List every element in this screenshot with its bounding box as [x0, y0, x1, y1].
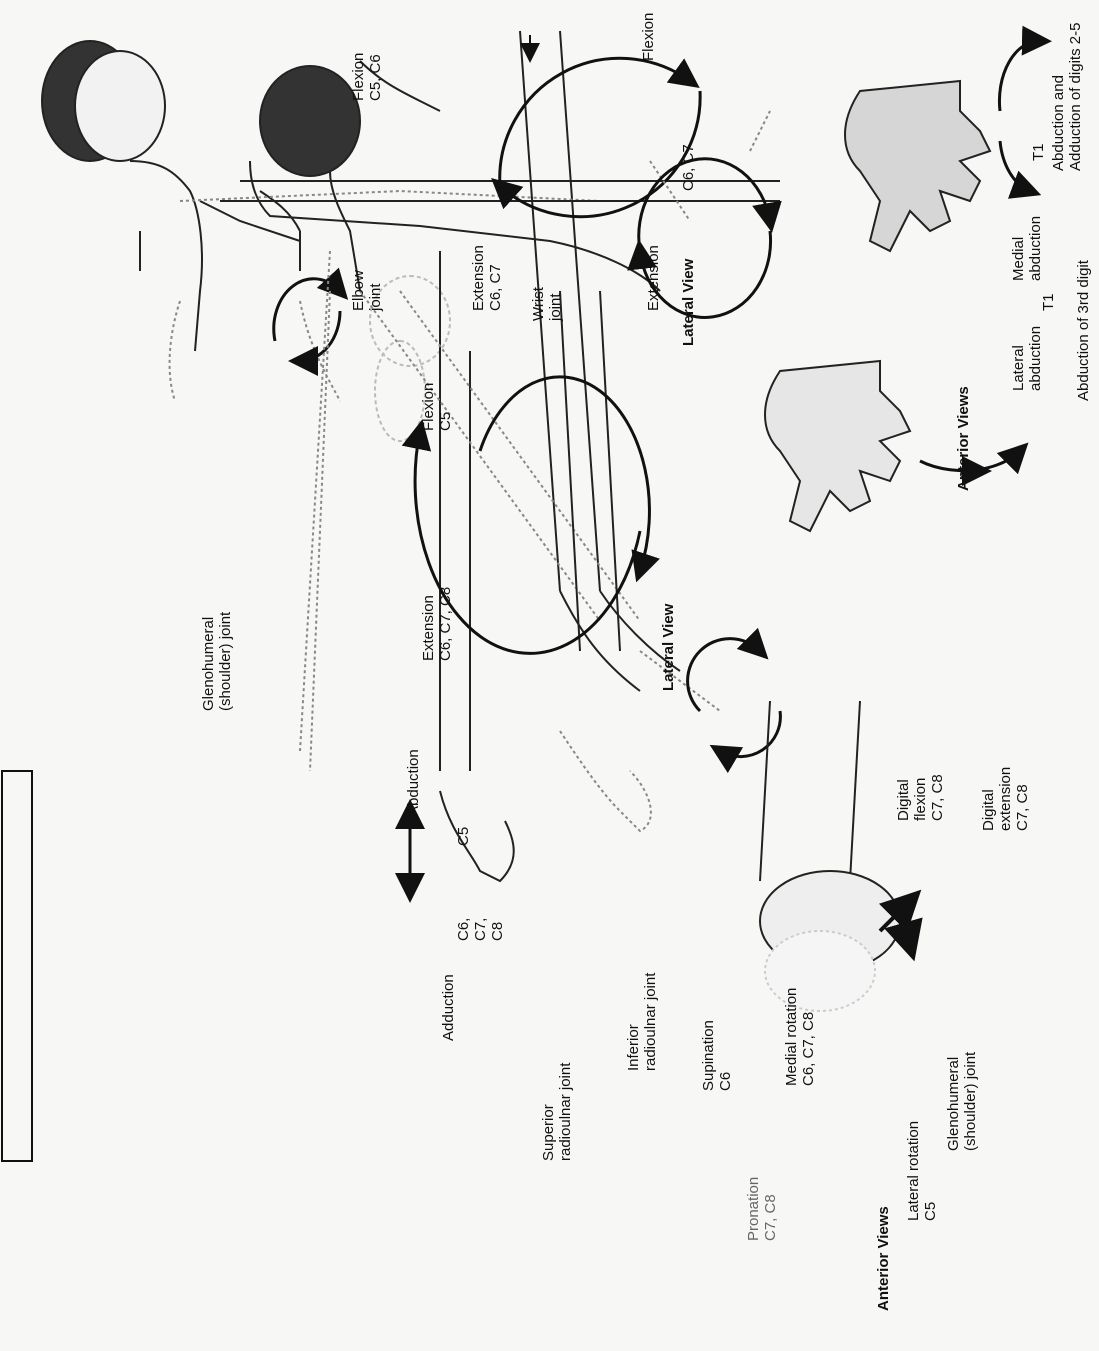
lateral-abduction-label: Lateral abduction: [1010, 326, 1044, 391]
adduction-label: Adduction: [440, 974, 457, 1041]
image-border-box: [2, 771, 32, 1161]
wrist-nerves-label: C6, C7: [680, 144, 697, 191]
head-hair-icon-2: [260, 66, 360, 176]
flexion-elbow-label: Flexion C5, C6: [350, 53, 384, 101]
extension-elbow-label: Extension C6, C7: [470, 245, 504, 311]
glenohumeral-top-label: Glenohumeral (shoulder) joint: [200, 612, 234, 711]
adduction-digits-label: Abduction and Adduction of digits 2-5: [1050, 23, 1084, 171]
anterior-figure-rotation: [42, 41, 450, 441]
extension-shoulder-label: Extension C6, C7, C8: [420, 587, 454, 661]
abduction-label: Abduction: [405, 749, 422, 816]
face-icon: [75, 51, 165, 161]
medial-rotation-label: Medial rotation C6, C7, C8: [783, 988, 817, 1086]
lateral-view-label-1: Lateral View: [660, 604, 677, 691]
lateral-view-label-2: Lateral View: [680, 259, 697, 346]
t1-label-a: T1: [1040, 293, 1057, 311]
hand-figure-1: [765, 361, 1020, 531]
elbow-joint-label: Elbow joint: [350, 270, 384, 311]
wrist-joint-label: Wrist joint: [530, 287, 564, 321]
glenohumeral-left-label: Glenohumeral (shoulder) joint: [945, 1052, 979, 1151]
supination-label: Supination C6: [700, 1020, 734, 1091]
abduction-3rd-digit-label: Abduction of 3rd digit: [1075, 260, 1092, 401]
extension-wrist-label: Extension: [645, 245, 662, 311]
digital-flexion-label: Digital flexion C7, C8: [895, 774, 946, 821]
superior-radioulnar-label: Superior radioulnar joint: [540, 1063, 574, 1161]
adduction-nerves-label: C6, C7, C8: [455, 918, 506, 941]
lateral-rotation-label: Lateral rotation C5: [905, 1121, 939, 1221]
pronation-label: Pronation C7, C8: [745, 1177, 779, 1241]
digital-extension-label: Digital extension C7, C8: [980, 767, 1031, 831]
fist-digital-figure: [760, 701, 910, 1011]
medial-abduction-label: Medial abduction: [1010, 216, 1044, 281]
anterior-figure-abduction: [250, 161, 660, 891]
abduction-c5-label: C5: [455, 827, 472, 846]
flexion-shoulder-label: Flexion C5: [420, 383, 454, 431]
flexion-wrist-label: Flexion: [640, 13, 657, 61]
t1-label-b: T1: [1030, 143, 1047, 161]
inferior-radioulnar-label: Inferior radioulnar joint: [625, 973, 659, 1071]
anterior-views-label-1: Anterior Views: [875, 1206, 892, 1311]
anterior-views-label-2: Anterior Views: [955, 386, 972, 491]
